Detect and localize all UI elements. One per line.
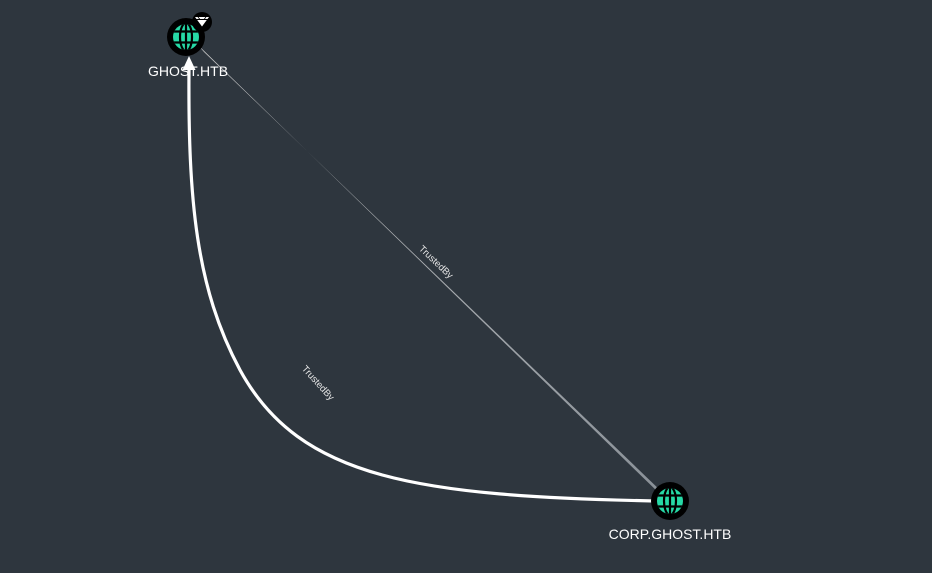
edge-line-straight[interactable] xyxy=(198,45,663,495)
edge-arrowhead-icon xyxy=(182,56,196,70)
edge-trustedby-curved[interactable]: TrustedBy xyxy=(182,56,657,503)
node-label-ghost: GHOST.HTB xyxy=(148,63,228,79)
edge-trustedby-straight[interactable]: TrustedBy xyxy=(198,45,663,495)
edge-line-curved[interactable] xyxy=(187,66,657,503)
node-label-corp: CORP.GHOST.HTB xyxy=(609,526,732,542)
node-ghost-htb[interactable]: GHOST.HTB xyxy=(148,12,228,79)
globe-icon xyxy=(657,488,683,514)
crown-badge-icon xyxy=(192,12,212,32)
edge-label-curved: TrustedBy xyxy=(299,364,336,403)
globe-icon xyxy=(173,24,199,50)
node-corp-ghost-htb[interactable]: CORP.GHOST.HTB xyxy=(609,482,732,542)
